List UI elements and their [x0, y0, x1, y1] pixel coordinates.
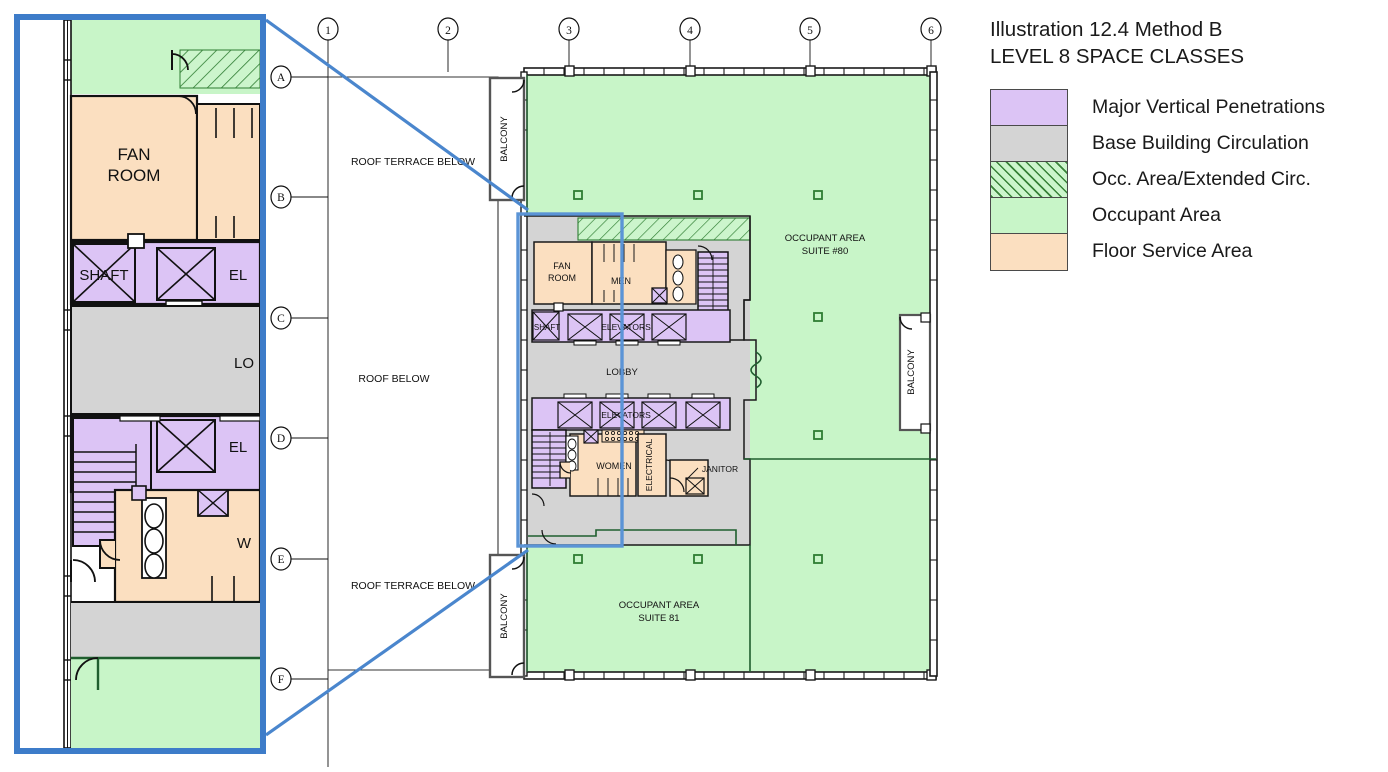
suite-81-label-line2: SUITE 81: [638, 613, 679, 624]
detail-label-shaft: SHAFT: [79, 267, 128, 284]
suite-81-label-line1: OCCUPANT AREA: [619, 600, 700, 611]
annotation-roof-terrace-below-upper: ROOF TERRACE BELOW: [351, 156, 475, 168]
detail-label-women: W: [237, 535, 252, 552]
balcony-upper-left: [488, 76, 526, 202]
balcony-label-lower-left: BALCONY: [499, 593, 510, 639]
legend-swatch-column: [990, 89, 1068, 271]
detail-label-lobby: LO: [234, 355, 254, 372]
legend-swatch-floor-service-area: [991, 234, 1067, 270]
callout-leader-top: [265, 18, 529, 212]
enlarged-core-detail-panel: FAN ROOM SHAFT EL LO EL W: [14, 14, 266, 754]
balcony-right: [898, 312, 932, 434]
room-label-janitor: JANITOR: [702, 464, 738, 474]
grid-label-3: 3: [566, 25, 572, 37]
occupant-area-suite-81-fill: [524, 545, 936, 675]
legend-panel: Illustration 12.4 Method B LEVEL 8 SPACE…: [990, 16, 1388, 271]
grid-label-2: 2: [445, 25, 451, 37]
grid-label-B: B: [277, 192, 285, 204]
grid-bubble-A: [270, 65, 328, 89]
legend-label-column: Major Vertical Penetrations Base Buildin…: [1092, 89, 1325, 271]
room-women: [569, 433, 637, 497]
roof-outline: [328, 76, 499, 671]
grid-label-1: 1: [325, 25, 331, 37]
core-highlight-rectangle: [516, 212, 624, 548]
extended-circulation-hatch: [577, 217, 751, 241]
room-label-shaft: SHAFT: [534, 323, 560, 332]
detail-label-elevators-upper: EL: [229, 267, 247, 284]
room-label-elevators-upper: ELEVATORS: [601, 322, 651, 332]
annotation-roof-terrace-below-lower: ROOF TERRACE BELOW: [351, 580, 475, 592]
grid-label-C: C: [277, 313, 285, 325]
legend-swatch-extended-circulation: [991, 162, 1067, 198]
legend-swatch-occupant-area: [991, 198, 1067, 234]
legend-swatch-major-vertical-penetrations: [991, 90, 1067, 126]
grid-bubbles-left: [270, 65, 328, 691]
legend-swatch-base-building-circulation: [991, 126, 1067, 162]
grid-label-4: 4: [687, 25, 693, 37]
grid-bubble-B: [270, 185, 328, 209]
detail-label-fan-room-line1: FAN: [117, 145, 150, 164]
legend-swatches: Major Vertical Penetrations Base Buildin…: [990, 89, 1388, 271]
grid-label-E: E: [277, 554, 284, 566]
balcony-label-right: BALCONY: [906, 349, 917, 395]
grid-bubble-F: [270, 667, 328, 691]
suite-80-label-line1: OCCUPANT AREA: [785, 233, 866, 244]
grid-bubble-E: [270, 547, 328, 571]
grid-bubble-1: [317, 17, 339, 767]
annotation-roof-below: ROOF BELOW: [358, 373, 429, 385]
room-label-fan-room-line2: ROOM: [548, 273, 576, 283]
room-label-electrical: ELECTRICAL: [644, 439, 654, 492]
legend-title-line2: LEVEL 8 SPACE CLASSES: [990, 45, 1245, 68]
grid-label-5: 5: [807, 25, 813, 37]
room-label-women: WOMEN: [596, 461, 632, 471]
stair-lower: [531, 429, 567, 489]
legend-label-occupant-area: Occupant Area: [1092, 204, 1221, 226]
room-label-fan-room-line1: FAN: [553, 261, 571, 271]
suite-80-label-line2: SUITE #80: [802, 246, 848, 257]
column-markers: [573, 190, 823, 564]
room-lobby: [532, 346, 730, 394]
detail-clip: FAN ROOM SHAFT EL LO EL W: [20, 20, 260, 748]
grid-bubbles-top: [317, 17, 942, 767]
detail-label-elevators-lower: EL: [229, 439, 247, 456]
legend-title-line1: Illustration 12.4 Method B: [990, 18, 1223, 41]
detail-floorplan-svg: FAN ROOM SHAFT EL LO EL W: [20, 20, 260, 748]
legend-label-base-building-circulation: Base Building Circulation: [1092, 132, 1309, 154]
floor-plan-svg: 1 2 3 4 5 6 A B C D E F: [265, 17, 942, 767]
grid-bubble-D: [270, 426, 328, 450]
grid-label-A: A: [277, 72, 286, 84]
legend-label-extended-circulation: Occ. Area/Extended Circ.: [1092, 168, 1311, 190]
room-electrical: [637, 433, 667, 497]
room-fan-room: [533, 241, 593, 305]
callout-leader-bottom: [265, 548, 529, 737]
grid-label-F: F: [278, 674, 284, 686]
grid-label-D: D: [277, 433, 285, 445]
legend-label-major-vertical-penetrations: Major Vertical Penetrations: [1092, 96, 1326, 118]
room-label-elevators-lower: ELEVATORS: [601, 410, 651, 420]
floor-plan-container: 1 2 3 4 5 6 A B C D E F: [265, 0, 996, 767]
core-boundary: [524, 215, 757, 546]
grid-label-6: 6: [928, 25, 934, 37]
balcony-label-upper-left: BALCONY: [499, 116, 510, 162]
grid-bubble-2: [437, 17, 459, 72]
legend-title: Illustration 12.4 Method B LEVEL 8 SPACE…: [990, 16, 1388, 70]
grid-bubble-C: [270, 306, 328, 330]
balcony-lower-left: [488, 553, 526, 679]
legend-label-floor-service-area: Floor Service Area: [1092, 240, 1253, 262]
detail-label-fan-room-line2: ROOM: [108, 166, 161, 185]
